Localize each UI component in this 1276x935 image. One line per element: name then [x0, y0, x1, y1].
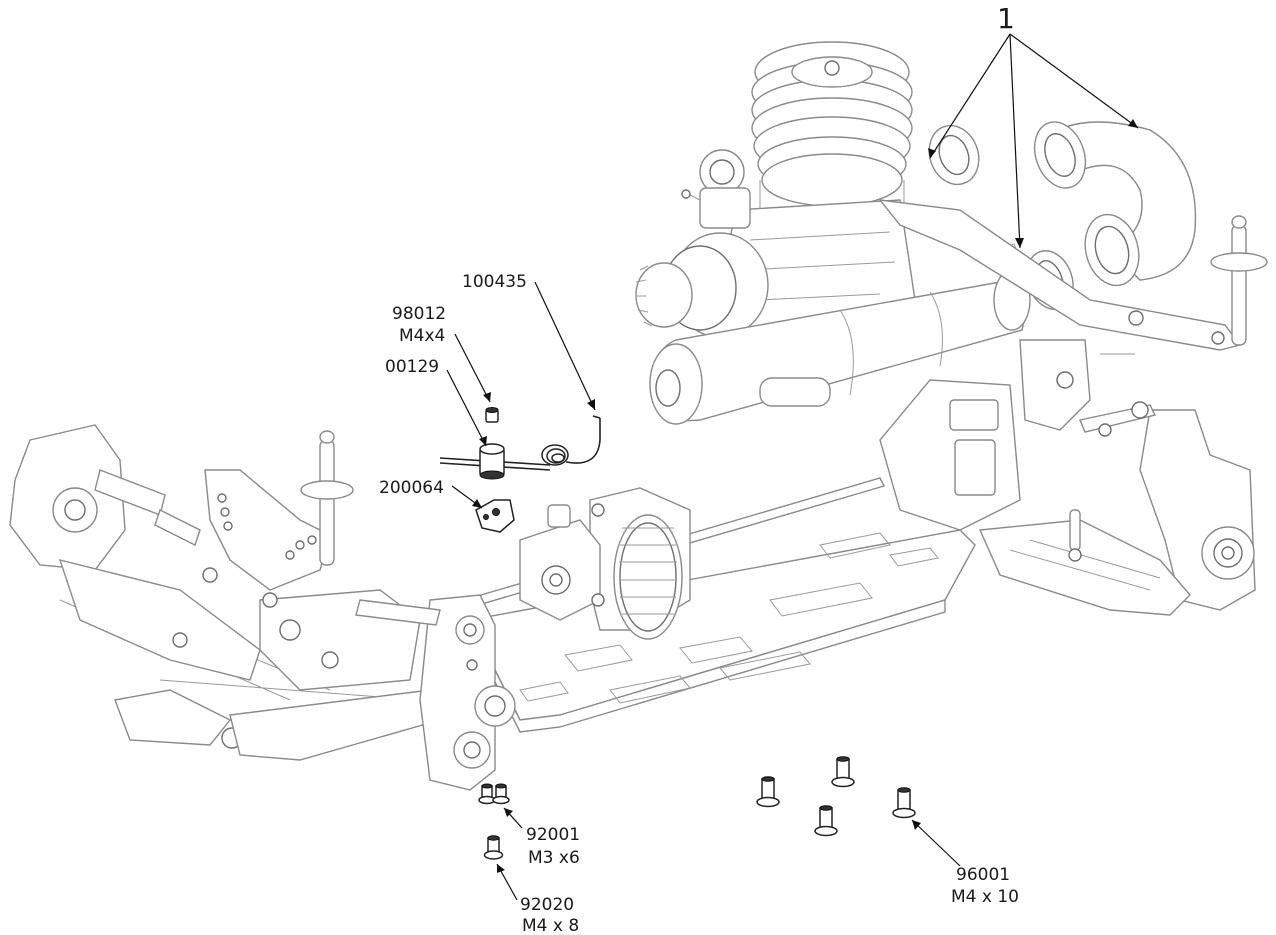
exhaust-pipe [649, 269, 1031, 425]
exhaust-manifold [1033, 121, 1197, 287]
leader-lines [446, 33, 1139, 901]
screws-96001 [756, 756, 916, 837]
callout-92001-code: 92001 [526, 825, 580, 845]
screw-m4x10 [814, 805, 838, 837]
screw-m4x10 [756, 776, 780, 808]
callout-92001-size: M3 x6 [528, 848, 580, 868]
linkage-collar-00129 [439, 443, 551, 480]
screws-92001 [478, 783, 510, 805]
front-right-upright [419, 594, 516, 791]
throttle-return-spring-100435 [541, 415, 601, 466]
callout-labels: 1 100435 98012 M4x4 00129 200064 92001 M… [379, 2, 1019, 935]
cylinder-head [751, 41, 913, 247]
callout-96001-size: M4 x 10 [951, 887, 1019, 907]
callout-96001-code: 96001 [956, 865, 1010, 885]
callout-100435: 100435 [462, 272, 527, 292]
callout-92020-size: M4 x 8 [522, 916, 579, 935]
clutch-bell [635, 232, 769, 338]
center-differential [519, 487, 691, 640]
carburetor [681, 149, 751, 229]
callout-kit: 1 [997, 2, 1015, 35]
callout-98012-code: 98012 [392, 304, 446, 324]
engine-assembly [635, 41, 1268, 425]
callout-98012-size: M4x4 [399, 326, 445, 346]
front-suspension [9, 424, 516, 791]
set-screw-98012 [485, 407, 499, 423]
callout-200064: 200064 [379, 478, 444, 498]
callout-00129: 00129 [385, 357, 439, 377]
screw-m3x6 [478, 783, 496, 805]
screw-m3x6 [492, 783, 510, 805]
callout-92020-code: 92020 [520, 895, 574, 915]
body-post-right [1210, 215, 1268, 346]
screw-m4x10 [892, 787, 916, 819]
throttle-linkage [439, 407, 601, 533]
screw-92020 [483, 835, 504, 860]
rear-suspension [879, 339, 1256, 616]
throttle-arm-200064 [475, 499, 515, 533]
screw-m4x10 [831, 756, 855, 788]
